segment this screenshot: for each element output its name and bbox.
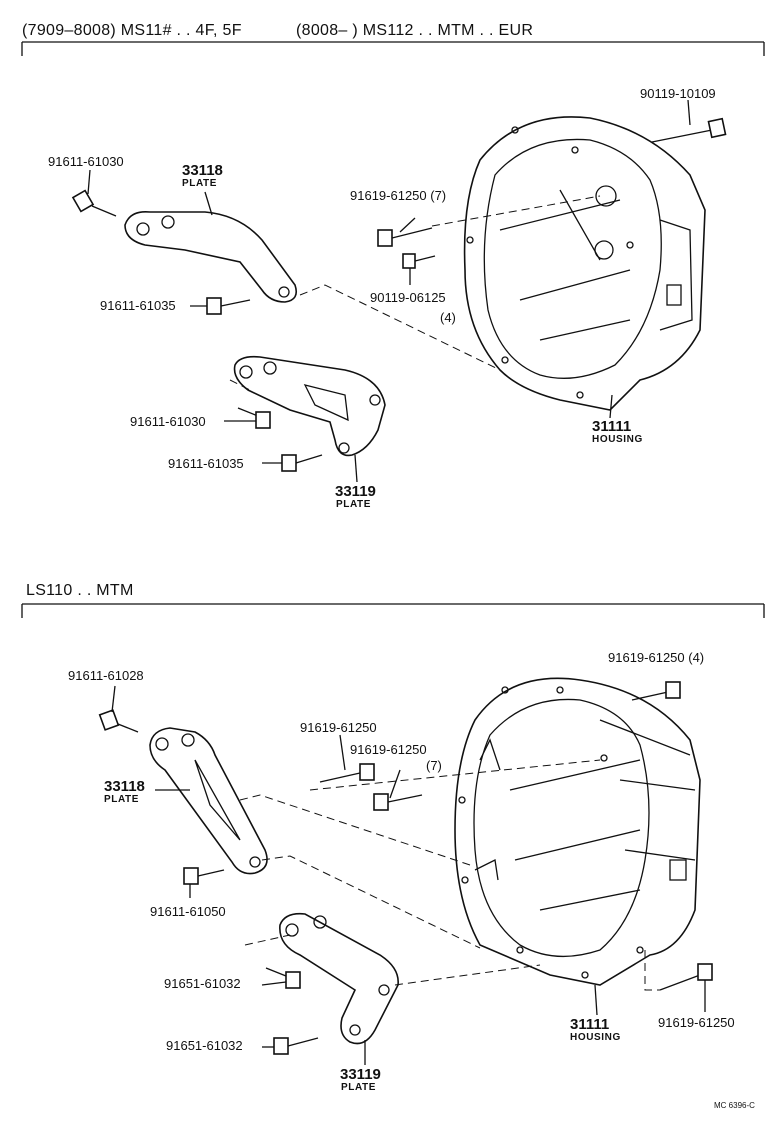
section2-header: LS110 . . MTM [26,582,134,599]
label-plate-33118-word-top: PLATE [182,178,218,189]
section1-header-a: (7909–8008) MS11# . . 4F, 5F [22,22,242,39]
label-housing-31111-num-bottom: 31111 [570,1016,610,1033]
assembly-line-1c [229,379,251,391]
bolt-91619-61250-a [319,763,375,783]
section1-frame [21,41,765,56]
label-91619-61250-4: 91619-61250 (4) [608,650,705,665]
housing-31111-bottom [454,677,701,986]
section2-frame [21,603,765,618]
label-91619-61250-b-qty: (7) [426,758,442,773]
label-91611-61050: 91611-61050 [150,904,226,919]
label-plate-33118-num-top: 33118 [182,162,223,179]
label-91611-61028: 91611-61028 [68,668,144,683]
label-housing-31111-word-top: HOUSING [592,434,643,445]
assembly-line-2c [309,759,601,791]
leaders-section1 [87,99,691,483]
label-plate-33119-word-bottom: PLATE [341,1082,377,1093]
bolt-90119-06125 [402,253,436,269]
plate-33118-lower [149,727,268,875]
bolt-91619-61250-b [373,793,423,811]
plate-33119-lower [279,912,399,1045]
label-90119-06125: 90119-06125 [370,290,446,305]
bolt-91651-61032-b [273,1037,319,1055]
plate-33119-upper [233,355,386,457]
label-housing-31111-num-top: 31111 [592,418,632,435]
leaders-section2 [111,685,706,1065]
housing-31111-top [463,116,706,411]
label-plate-33119-num-top: 33119 [335,483,376,500]
assembly-line-1b [431,195,601,227]
label-plate-33118-word-bottom: PLATE [104,794,140,805]
bolt-91619-61250-top [377,227,433,247]
label-91611-61030-lower: 91611-61030 [130,414,206,429]
section1-header-b: (8008– ) MS112 . . MTM . . EUR [296,22,534,39]
label-91619-61250-bottom: 91619-61250 [658,1015,735,1030]
label-91619-61250-7: 91619-61250 (7) [350,188,447,203]
footer-code: MC 6396-C [714,1101,755,1110]
assembly-line-2f [644,950,660,991]
bolt-91651-61032-a [265,967,301,989]
label-91651-61032-b: 91651-61032 [166,1038,243,1053]
label-91611-61030-top: 91611-61030 [48,154,124,169]
label-90119-10109: 90119-10109 [640,86,716,101]
plate-33118-upper [124,210,298,303]
label-91619-61250-a: 91619-61250 [300,720,377,735]
label-plate-33119-num-bottom: 33119 [340,1066,381,1083]
label-plate-33118-num-bottom: 33118 [104,778,145,795]
label-91651-61032-a: 91651-61032 [164,976,241,991]
bolt-91611-61030-lower [237,407,271,429]
bolt-90119-10109 [651,117,727,143]
assembly-line-1a [299,284,501,371]
bolt-91619-61250-top [631,681,681,701]
label-90119-06125-qty: (4) [440,310,456,325]
label-housing-31111-word-bottom: HOUSING [570,1032,621,1043]
label-91611-61035-mid: 91611-61035 [100,298,176,313]
assembly-line-2e [394,964,541,986]
bolt-91611-61030-top [71,189,117,217]
assembly-line-2b [261,855,481,949]
assembly-line-2a [239,794,471,866]
label-plate-33119-word-top: PLATE [336,499,372,510]
label-91619-61250-b: 91619-61250 [350,742,427,757]
bolt-91611-61050 [183,867,225,885]
bolt-91611-61035-mid [206,297,251,315]
label-91611-61035-lower: 91611-61035 [168,456,244,471]
assembly-line-2d [244,934,291,946]
bolt-91611-61028 [98,709,139,733]
bolt-91619-61250-bottom [659,963,713,991]
bolt-91611-61035-lower [281,454,323,472]
